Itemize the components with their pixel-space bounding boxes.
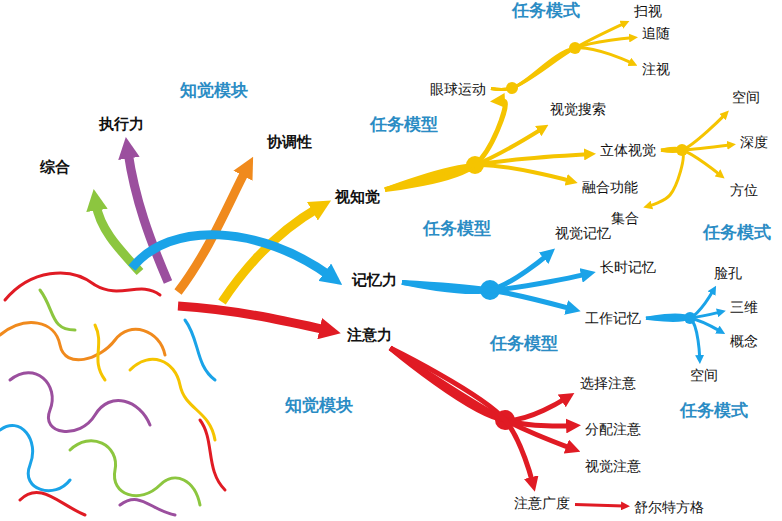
leaf-node: 眼球运动 (428, 80, 488, 99)
branch-node: 记忆力 (350, 270, 399, 290)
node-text: 空间 (732, 89, 760, 106)
connector-arrow (646, 317, 720, 331)
leaf-node: 视觉记忆 (553, 224, 613, 243)
section-label: 任务模式 (512, 0, 580, 20)
node-text: 综合 (40, 158, 70, 176)
branch-node: 综合 (38, 157, 72, 177)
node-text: 脸孔 (714, 265, 742, 282)
node-text: 舒尔特方格 (634, 499, 704, 516)
node-text: 方位 (730, 182, 758, 199)
node-text: 视觉搜索 (550, 101, 606, 118)
connector-arrow (385, 154, 588, 189)
branch-arrows (96, 152, 330, 330)
connector-arrow (491, 48, 632, 90)
node-text: 执行力 (99, 115, 144, 133)
leaf-node: 追随 (640, 24, 672, 43)
leaf-node: 深度 (738, 133, 770, 152)
node-text: 选择注意 (580, 375, 636, 392)
node-text: 注意力 (347, 326, 392, 344)
section-label: 任务模型 (490, 333, 558, 353)
leaf-node: 集合 (609, 209, 641, 228)
leaf-node: 视觉搜索 (548, 100, 608, 119)
leaf-node: 注视 (640, 60, 672, 79)
connector-arrow (402, 282, 571, 308)
node-text: 记忆力 (352, 271, 397, 289)
node-text: 眼球运动 (430, 81, 486, 98)
branch-node: 执行力 (97, 114, 146, 134)
branch-node: 注意力 (345, 325, 394, 345)
leaf-node: 方位 (728, 181, 760, 200)
leaf-node: 空间 (730, 88, 762, 107)
node-text: 视觉注意 (585, 458, 641, 475)
node-text: 三维 (730, 299, 758, 316)
connector-arrow (661, 149, 720, 175)
connector-arrow (491, 38, 632, 90)
node-text: 注意广度 (514, 495, 570, 512)
leaf-node: 三维 (728, 298, 760, 317)
node-text: 分配注意 (585, 421, 641, 438)
leaf-node: 选择注意 (578, 374, 638, 393)
section-label: 任务模式 (703, 222, 771, 242)
leaf-node: 长时记忆 (598, 258, 658, 277)
leaf-node: 融合功能 (580, 178, 640, 197)
node-text: 空间 (690, 367, 718, 384)
node-text: 立体视觉 (600, 142, 656, 159)
leaf-node: 舒尔特方格 (632, 498, 706, 517)
leaf-node: 分配注意 (583, 420, 643, 439)
node-text: 扫视 (634, 3, 662, 20)
connector-arrow (390, 348, 532, 482)
leaf-node: 扫视 (632, 2, 664, 21)
connector-arrow (385, 165, 570, 190)
section-label: 知觉模块 (180, 80, 248, 100)
node-text: 协调性 (267, 133, 312, 151)
node-text: 深度 (740, 134, 768, 151)
leaf-node: 概念 (728, 332, 760, 351)
section-label: 任务模型 (370, 114, 438, 134)
leaf-node: 视觉注意 (583, 457, 643, 476)
node-text: 概念 (730, 333, 758, 350)
node-text: 视知觉 (335, 188, 380, 206)
leaf-node: 工作记忆 (583, 309, 643, 328)
node-text: 工作记忆 (585, 310, 641, 327)
node-text: 追随 (642, 25, 670, 42)
leaf-node: 脸孔 (712, 264, 744, 283)
node-text: 集合 (611, 210, 639, 227)
node-text: 融合功能 (582, 179, 638, 196)
node-text: 视觉记忆 (555, 225, 611, 242)
section-label: 任务模式 (680, 400, 748, 420)
node-text: 长时记忆 (600, 259, 656, 276)
connector-arrow (575, 504, 624, 506)
leaf-node: 注意广度 (512, 494, 572, 513)
leaf-node: 立体视觉 (598, 141, 658, 160)
section-label: 知觉模块 (285, 395, 353, 415)
node-text: 注视 (642, 61, 670, 78)
branch-node: 协调性 (265, 132, 314, 152)
connector-arrow (646, 315, 700, 358)
section-label: 任务模型 (423, 218, 491, 238)
leaf-node: 空间 (688, 366, 720, 385)
branch-node: 视知觉 (333, 187, 382, 207)
